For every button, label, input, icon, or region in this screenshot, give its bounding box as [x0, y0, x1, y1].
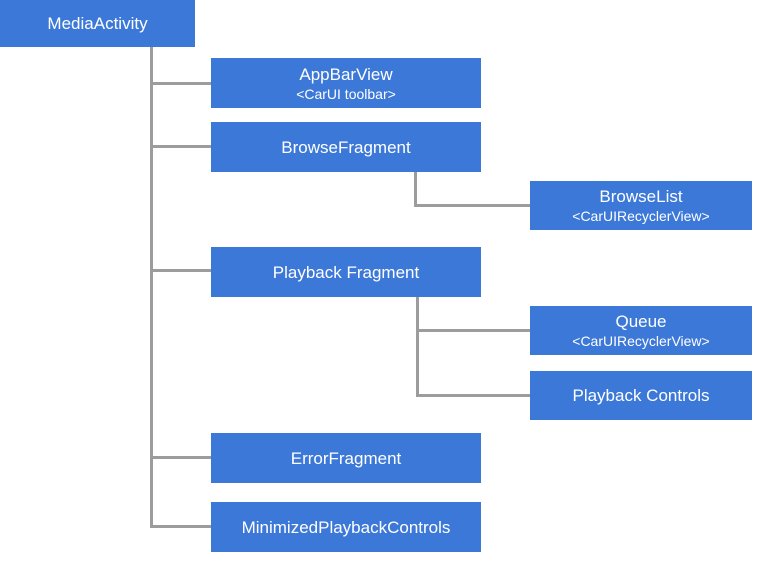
node-label: Queue: [615, 312, 667, 331]
node-label: ErrorFragment: [290, 448, 402, 468]
node-label: MinimizedPlaybackControls: [241, 517, 451, 537]
node-browse-fragment: BrowseFragment: [211, 122, 481, 172]
node-label: MediaActivity: [47, 14, 148, 33]
node-queue: Queue <CarUIRecyclerView>: [530, 306, 752, 355]
connector-trunk: [150, 47, 153, 528]
node-label: BrowseFragment: [281, 137, 411, 157]
connector-media-to-appbarview: [150, 82, 211, 85]
connector-media-to-errorfragment: [150, 456, 211, 459]
connector-browsefragment-to-browselist: [414, 204, 530, 207]
node-playback-controls: Playback Controls: [530, 371, 752, 420]
connector-media-to-browsefragment: [150, 145, 211, 148]
connector-media-to-minimizedcontrols: [150, 525, 211, 528]
node-minimized-playback-controls: MinimizedPlaybackControls: [211, 502, 481, 552]
node-label: Playback Fragment: [272, 262, 420, 282]
connector-media-to-playbackfragment: [150, 269, 211, 272]
node-sublabel: <CarUIRecyclerView>: [572, 333, 710, 349]
connector-playbackfragment-to-controls: [416, 394, 530, 397]
node-media-activity: MediaActivity: [0, 0, 195, 47]
node-app-bar-view: AppBarView <CarUI toolbar>: [211, 58, 481, 108]
node-sublabel: <CarUIRecyclerView>: [572, 208, 710, 224]
node-browse-list: BrowseList <CarUIRecyclerView>: [530, 181, 752, 230]
node-label: Playback Controls: [572, 386, 710, 405]
connector-browsefragment-elbow: [414, 172, 417, 207]
node-playback-fragment: Playback Fragment: [211, 247, 481, 297]
connector-playbackfragment-to-queue: [416, 329, 530, 332]
node-label: AppBarView: [299, 64, 393, 84]
node-sublabel: <CarUI toolbar>: [296, 85, 396, 102]
node-error-fragment: ErrorFragment: [211, 433, 481, 483]
node-label: BrowseList: [599, 187, 683, 206]
connector-playbackfragment-elbow: [416, 297, 419, 397]
